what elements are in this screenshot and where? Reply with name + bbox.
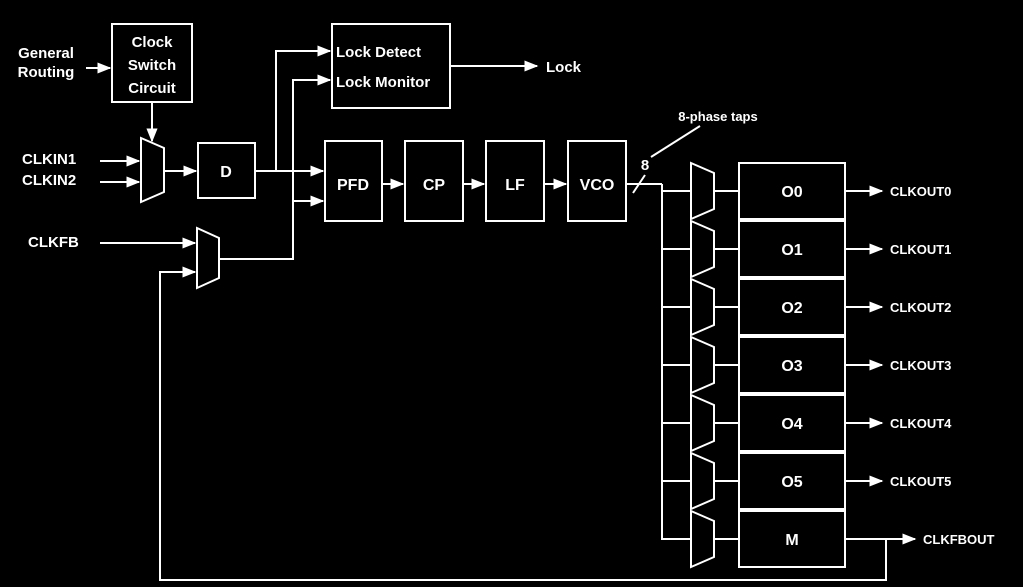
phase-mux-o1 <box>690 219 715 279</box>
lf-block <box>485 140 545 222</box>
lock-detect-label: Lock Detect <box>336 44 421 61</box>
taps-pointer-line <box>650 125 701 158</box>
clock-switch-circuit-block <box>111 23 193 103</box>
vco-label: VCO <box>580 177 615 194</box>
clock-switch-label-line2: Switch <box>128 57 176 74</box>
output-label-clkout2: CLKOUT2 <box>890 300 951 315</box>
clock-switch-label-line1: Clock <box>132 34 174 51</box>
counter-label-o0: O0 <box>781 184 802 201</box>
counter-label-o1: O1 <box>781 242 802 259</box>
counter-label-o3: O3 <box>781 358 802 375</box>
output-label-clkout5: CLKOUT5 <box>890 474 951 489</box>
counter-block-o3 <box>738 336 846 394</box>
counter-block-o4 <box>738 394 846 452</box>
counter-label-m: M <box>785 532 798 549</box>
phase-mux-m <box>690 509 715 569</box>
clkfbout-feedback-loop-wire <box>159 266 887 581</box>
lock-monitor-label: Lock Monitor <box>336 74 430 91</box>
phase-mux-o5 <box>690 451 715 511</box>
output-label-clkout0: CLKOUT0 <box>890 184 951 199</box>
counter-label-o4: O4 <box>781 416 802 433</box>
vco-block <box>567 140 627 222</box>
phase-mux-o0 <box>690 161 715 221</box>
output-label-clkout3: CLKOUT3 <box>890 358 951 373</box>
d-divider-label: D <box>220 164 232 181</box>
input-mux <box>140 136 165 204</box>
counter-label-o2: O2 <box>781 300 802 317</box>
lock-label: Lock <box>546 59 582 76</box>
feedback-mux <box>196 226 220 290</box>
clkin2-label: CLKIN2 <box>22 172 76 189</box>
counter-block-o5 <box>738 452 846 510</box>
phase-mux-o3 <box>690 335 715 395</box>
fbmux-to-lockmonitor-wire <box>219 74 332 260</box>
cp-block <box>404 140 464 222</box>
general-routing-label-line2: Routing <box>18 64 75 81</box>
lf-label: LF <box>505 177 525 194</box>
general-routing-label-line1: General <box>18 45 74 62</box>
output-label-clkout1: CLKOUT1 <box>890 242 951 257</box>
output-label-clkout4: CLKOUT4 <box>890 416 952 431</box>
cp-label: CP <box>423 177 446 194</box>
lock-detect-block <box>331 23 451 109</box>
output-label-clkfbout: CLKFBOUT <box>923 532 995 547</box>
counter-block-o1 <box>738 220 846 278</box>
taps-label: 8-phase taps <box>678 109 757 124</box>
bus-width-label: 8 <box>641 157 649 174</box>
clkfb-label: CLKFB <box>28 234 79 251</box>
clock-switch-label-line3: Circuit <box>128 80 176 97</box>
pfd-block <box>324 140 383 222</box>
bus-width-slash <box>632 174 646 194</box>
clkin1-label: CLKIN1 <box>22 151 76 168</box>
phase-mux-o2 <box>690 277 715 337</box>
phase-mux-o4 <box>690 393 715 453</box>
counter-label-o5: O5 <box>781 474 802 491</box>
pfd-label: PFD <box>337 177 369 194</box>
